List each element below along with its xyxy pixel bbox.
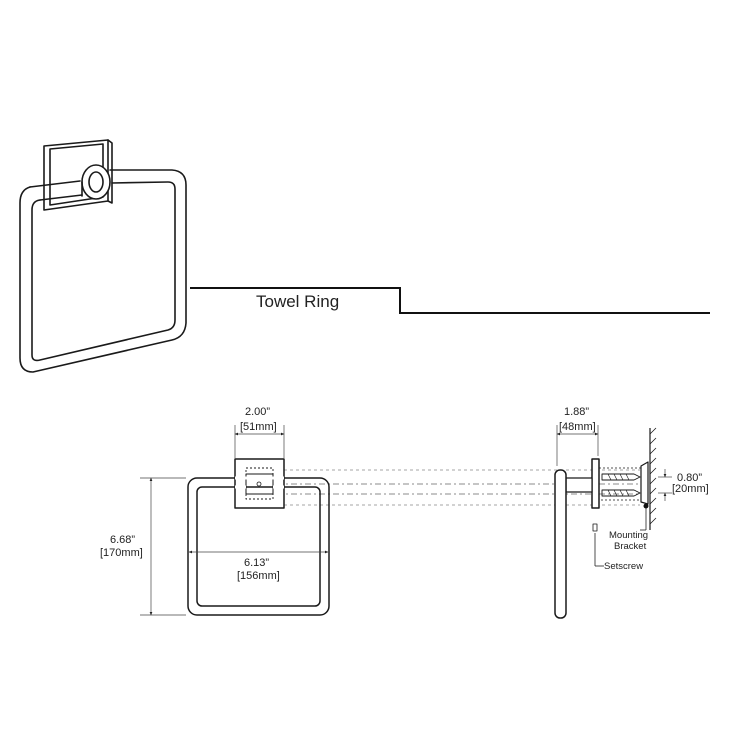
screw-spacing-metric: [20mm] (672, 483, 709, 495)
projection-metric: [48mm] (559, 421, 596, 433)
isometric-towel-ring-illustration (19, 139, 187, 373)
side-view (554, 427, 657, 619)
ring-width-imperial: 6.13” (244, 557, 269, 569)
screw-spacing-imperial: 0.80” (677, 472, 702, 484)
mounting-bracket-dot (643, 503, 649, 509)
page-title: Towel Ring (256, 292, 339, 311)
backplate-width-dimension (234, 425, 285, 458)
height-metric: [170mm] (100, 547, 143, 559)
height-dimension (140, 477, 186, 616)
setscrew-leader (594, 533, 604, 567)
backplate-width-imperial: 2.00” (245, 406, 270, 418)
projection-dimension (556, 425, 599, 466)
front-view (187, 458, 640, 616)
title-step-line (190, 287, 710, 314)
mounting-bracket-label-line2: Bracket (614, 541, 647, 552)
height-imperial: 6.68” (110, 534, 135, 546)
projection-imperial: 1.88” (564, 406, 589, 418)
screw-spacing-dimension (658, 469, 672, 501)
mounting-bracket-leader (640, 508, 647, 531)
ring-width-metric: [156mm] (237, 570, 280, 582)
backplate-width-metric: [51mm] (240, 421, 277, 433)
setscrew-label: Setscrew (604, 561, 643, 572)
mounting-bracket-label-line1: Mounting (609, 530, 648, 541)
